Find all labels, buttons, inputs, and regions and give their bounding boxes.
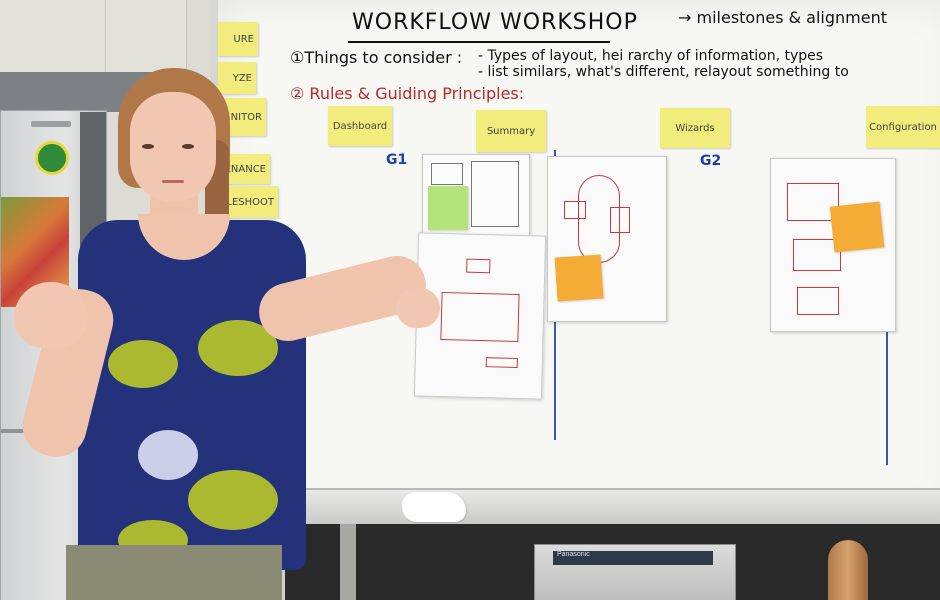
tissue	[402, 492, 466, 522]
sticky-summary: Summary	[476, 110, 546, 152]
wireframe-sketch	[787, 183, 839, 221]
presenter-right-hand	[396, 288, 440, 328]
side-sticky-note: YZE	[218, 62, 256, 94]
cardboard-tube	[828, 540, 868, 600]
sticky-wizards: Wizards	[660, 108, 730, 148]
flow-sketch	[578, 175, 620, 263]
eye	[142, 144, 154, 149]
fridge-logo	[31, 121, 71, 127]
shirt-flower-print	[138, 430, 198, 480]
printer: Panasonic	[534, 544, 736, 600]
printer-panel	[553, 551, 713, 565]
wireframe-sketch	[466, 258, 491, 274]
wireframe-sketch	[797, 287, 839, 315]
fridge-badge-icon	[35, 141, 69, 175]
wireframe-sketch	[793, 239, 841, 271]
side-sticky-note: URE	[218, 22, 258, 56]
presenter-shirt	[78, 220, 306, 570]
presenter-left-hand	[14, 282, 88, 348]
sticky-dashboard: Dashboard	[328, 106, 392, 146]
shirt-flower-print	[108, 340, 178, 388]
presenter-face	[130, 92, 216, 202]
consider-item-2: - list similars, what's different, relay…	[478, 64, 849, 80]
group-label-g1: G1	[386, 152, 408, 168]
green-sticky-note	[428, 186, 468, 230]
sticky-configuration: Configuration	[866, 106, 940, 148]
board-stand-leg	[340, 524, 356, 600]
wireframe-sketch	[471, 161, 519, 227]
wireframe-sketch	[431, 163, 463, 185]
consider-item-1: - Types of layout, hei rarchy of informa…	[478, 48, 824, 64]
rules-guiding-principles: ② Rules & Guiding Principles:	[290, 84, 525, 103]
eye	[182, 144, 194, 149]
wall-panel	[105, 0, 187, 72]
shirt-flower-print	[188, 470, 278, 530]
orange-sticky-note	[554, 254, 604, 302]
things-to-consider: ①Things to consider :	[290, 48, 463, 67]
board-title-suffix: → milestones & alignment	[678, 8, 888, 27]
wireframe-sketch	[440, 291, 520, 343]
presenter-mouth	[162, 180, 184, 183]
printer-brand: Panasonic	[557, 551, 590, 558]
wireframe-sketch	[610, 207, 630, 233]
wireframe-sketch	[485, 357, 518, 369]
title-underline	[348, 41, 610, 43]
group-label-g2: G2	[700, 153, 722, 169]
board-title: WORKFLOW WORKSHOP	[352, 10, 638, 35]
whiteboard-tray	[265, 488, 940, 526]
orange-sticky-note	[829, 201, 885, 253]
presenter-pants	[66, 545, 282, 600]
